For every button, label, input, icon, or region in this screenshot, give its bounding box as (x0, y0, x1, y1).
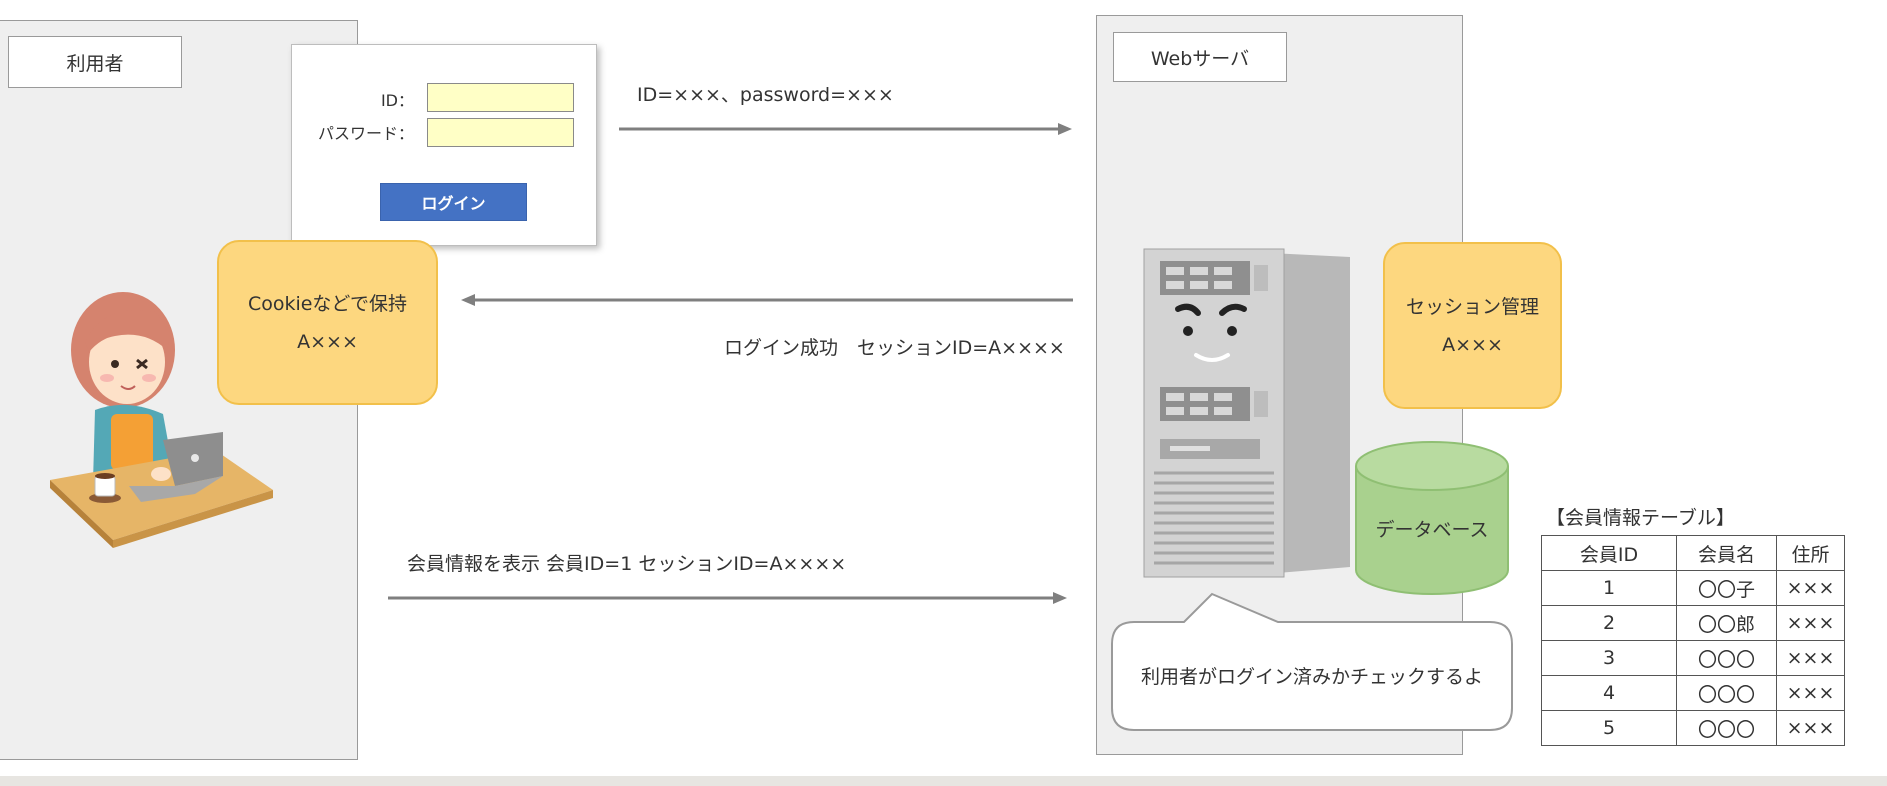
session-note-line1: セッション管理 (1405, 295, 1539, 318)
table-row: 4 〇〇〇 ××× (1541, 675, 1845, 711)
login-button[interactable]: ログイン (380, 183, 527, 221)
member-info-table: 会員ID 会員名 住所 1 〇〇子 ××× 2 〇〇郎 ××× 3 〇〇〇 ××… (1541, 535, 1845, 746)
cookie-note-line2: A××× (297, 330, 358, 353)
cell-address: ××× (1776, 640, 1845, 676)
table-header-row: 会員ID 会員名 住所 (1541, 535, 1845, 571)
cell-member-id: 4 (1541, 675, 1677, 711)
cell-member-name: 〇〇〇 (1676, 710, 1777, 746)
header-address: 住所 (1776, 535, 1845, 571)
cell-address: ××× (1776, 605, 1845, 641)
user-panel-title: 利用者 (8, 36, 182, 88)
cell-address: ××× (1776, 675, 1845, 711)
login-request-message: ID=×××、password=××× (637, 84, 894, 106)
cell-address: ××× (1776, 710, 1845, 746)
member-table-caption: 【会員情報テーブル】 (1546, 507, 1735, 529)
table-row: 1 〇〇子 ××× (1541, 570, 1845, 606)
user-at-laptop-illustration (50, 292, 273, 548)
cell-member-name: 〇〇〇 (1676, 675, 1777, 711)
cell-member-id: 2 (1541, 605, 1677, 641)
session-management-note: セッション管理 A××× (1383, 242, 1562, 409)
cell-member-id: 1 (1541, 570, 1677, 606)
member-request-message: 会員情報を表示 会員ID=1 セッションID=A×××× (407, 553, 847, 575)
id-field-label: ID： (380, 91, 414, 110)
cell-member-name: 〇〇〇 (1676, 640, 1777, 676)
password-field-label: パスワード： (317, 124, 414, 143)
bottom-strip (0, 776, 1887, 786)
cell-address: ××× (1776, 570, 1845, 606)
login-request-arrow (619, 123, 1072, 135)
id-input[interactable] (427, 83, 574, 112)
table-row: 3 〇〇〇 ××× (1541, 640, 1845, 676)
table-row: 5 〇〇〇 ××× (1541, 710, 1845, 746)
server-tower-illustration (1143, 248, 1350, 578)
login-response-arrow (461, 294, 1073, 306)
speech-bubble-text: 利用者がログイン済みかチェックするよ (1140, 666, 1483, 688)
member-request-arrow (388, 592, 1067, 604)
table-row: 2 〇〇郎 ××× (1541, 605, 1845, 641)
cookie-storage-note: Cookieなどで保持 A××× (217, 240, 438, 405)
database-label: データベース (1375, 519, 1489, 541)
web-server-title: Webサーバ (1113, 32, 1287, 82)
session-note-line2: A××× (1442, 333, 1503, 356)
database-cylinder (1355, 441, 1509, 595)
cell-member-id: 5 (1541, 710, 1677, 746)
header-member-id: 会員ID (1541, 535, 1677, 571)
cookie-note-line1: Cookieなどで保持 (247, 292, 408, 315)
login-response-message: ログイン成功 セッションID=A×××× (724, 337, 1065, 359)
cell-member-id: 3 (1541, 640, 1677, 676)
cell-member-name: 〇〇子 (1676, 570, 1777, 606)
header-member-name: 会員名 (1676, 535, 1777, 571)
cell-member-name: 〇〇郎 (1676, 605, 1777, 641)
password-input[interactable] (427, 118, 574, 147)
speech-bubble-shape (1111, 592, 1513, 731)
